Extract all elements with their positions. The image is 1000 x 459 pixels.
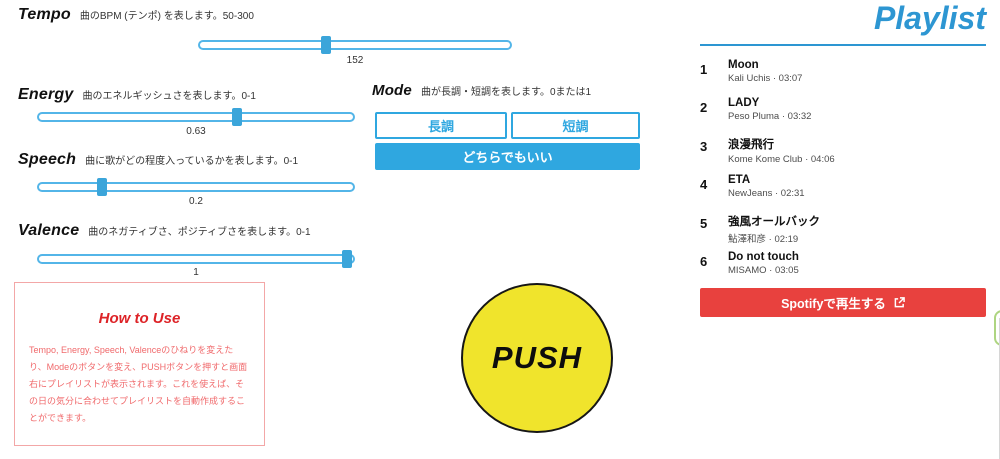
playlist-track-row: 1 Moon Kali Uchis · 03:07 [700, 55, 986, 93]
speech-slider[interactable] [37, 178, 355, 196]
track-title: Moon [728, 59, 759, 71]
track-meta: NewJeans · 02:31 [728, 188, 805, 200]
energy-label: Energy [18, 86, 74, 103]
track-number: 6 [700, 253, 708, 269]
valence-section-header: Valence 曲のネガティブさ、ポジティブさを表します。0-1 [18, 222, 311, 240]
track-number: 3 [700, 138, 708, 154]
mode-either-button[interactable]: どちらでもいい [375, 143, 640, 170]
energy-slider[interactable] [37, 108, 355, 126]
track-title: ETA [728, 174, 751, 187]
push-button[interactable]: PUSH [461, 283, 613, 433]
tempo-slider[interactable] [198, 36, 512, 54]
track-meta: MISAMO · 03:05 [728, 264, 799, 276]
energy-slider-thumb[interactable] [231, 108, 242, 126]
valence-slider-thumb[interactable] [341, 250, 352, 268]
play-on-spotify-button[interactable]: Spotifyで再生する [700, 288, 986, 317]
energy-description: 曲のエネルギッシュさを表します。0-1 [82, 91, 256, 102]
valence-description: 曲のネガティブさ、ポジティブさを表します。0-1 [88, 227, 311, 238]
track-meta: Kali Uchis · 03:07 [728, 73, 803, 84]
external-link-icon [894, 297, 905, 308]
mode-minor-button[interactable]: 短調 [511, 112, 640, 139]
track-number: 2 [700, 100, 708, 116]
playlist-title: Playlist [873, 0, 986, 36]
tempo-label: Tempo [18, 6, 71, 23]
play-on-spotify-label: Spotifyで再生する [781, 297, 886, 311]
tempo-section-header: Tempo 曲のBPM (テンポ) を表します。50-300 [18, 6, 254, 24]
speech-label: Speech [18, 151, 77, 168]
track-number: 4 [700, 177, 708, 193]
playlist-track-row: 4 ETA NewJeans · 02:31 [700, 170, 986, 208]
track-number: 1 [700, 62, 708, 77]
playlist-track-row: 3 浪漫飛行 Kome Kome Club · 04:06 [700, 132, 986, 170]
track-title: 強風オールバック [728, 215, 820, 228]
track-meta: Kome Kome Club · 04:06 [728, 153, 835, 165]
speech-value: 0.2 [189, 196, 203, 207]
energy-section-header: Energy 曲のエネルギッシュさを表します。0-1 [18, 86, 256, 104]
track-meta: 鮎澤和彦 · 02:19 [728, 233, 799, 245]
mode-label: Mode [372, 82, 412, 99]
track-number: 5 [700, 215, 708, 231]
mode-description: 曲が長調・短調を表します。0または1 [420, 87, 592, 98]
track-title: LADY [728, 97, 760, 110]
speech-section-header: Speech 曲に歌がどの程度入っているかを表します。0-1 [18, 151, 298, 169]
mode-section-header: Mode 曲が長調・短調を表します。0または1 [372, 82, 591, 99]
playlist-track-row: 6 Do not touch MISAMO · 03:05 [700, 247, 986, 285]
valence-slider[interactable] [37, 250, 355, 268]
energy-value: 0.63 [186, 126, 206, 137]
mode-major-button[interactable]: 長調 [375, 112, 507, 139]
how-to-use-title: How to Use [98, 310, 181, 327]
track-title: 浪漫飛行 [728, 138, 774, 151]
track-meta: Peso Pluma · 03:32 [728, 111, 812, 123]
track-title: Do not touch [728, 250, 799, 263]
speech-slider-thumb[interactable] [96, 178, 107, 196]
playlist-track-row: 2 LADY Peso Pluma · 03:32 [700, 93, 986, 131]
playlist-track-list: 1 Moon Kali Uchis · 03:07 2 LADY Peso Pl… [700, 55, 986, 285]
playlist-divider [700, 44, 986, 46]
speech-description: 曲に歌がどの程度入っているかを表します。0-1 [85, 156, 299, 167]
valence-value: 1 [193, 267, 199, 278]
tempo-value: 152 [346, 55, 364, 66]
playlist-track-row: 5 強風オールバック 鮎澤和彦 · 02:19 [700, 209, 986, 247]
how-to-use-body: Tempo, Energy, Speech, Valenceのひねりを変えたり、… [29, 345, 248, 423]
tempo-slider-thumb[interactable] [321, 36, 332, 54]
tempo-description: 曲のBPM (テンポ) を表します。50-300 [79, 11, 254, 22]
how-to-use-panel: How to Use Tempo, Energy, Speech, Valenc… [14, 282, 265, 446]
valence-label: Valence [18, 222, 80, 239]
